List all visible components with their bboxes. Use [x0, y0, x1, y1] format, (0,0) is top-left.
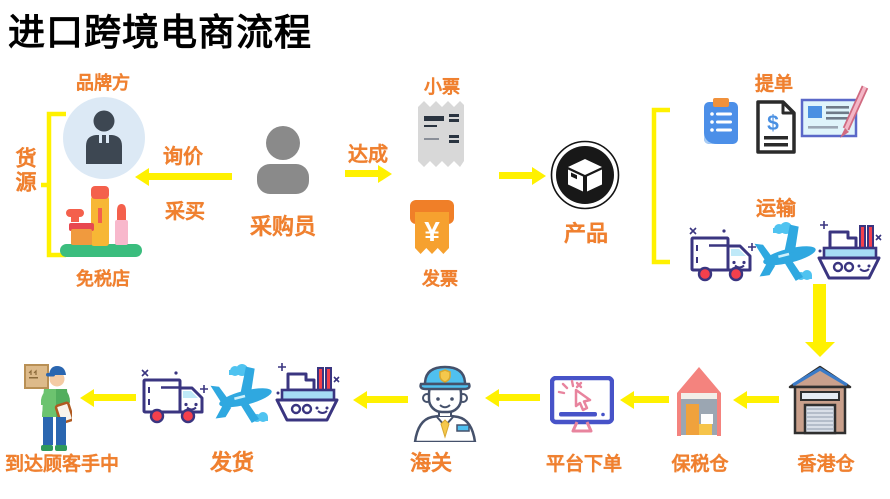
receipt-label: 小票 — [424, 77, 460, 97]
dispatch-to-customer-arrow — [80, 388, 136, 407]
product-label: 产品 — [563, 221, 608, 246]
dollar-document-icon: $ — [756, 100, 796, 154]
source-group-bracket — [41, 111, 66, 258]
page-title: 进口跨境电商流程 — [8, 12, 312, 53]
ship-icon — [817, 221, 882, 280]
plane-icon — [754, 222, 816, 281]
plane-icon — [210, 364, 272, 423]
product-box-icon — [550, 140, 620, 210]
inquiry-arrow — [135, 167, 232, 186]
truck-icon — [141, 369, 208, 424]
deal-arrow — [345, 164, 392, 183]
documents-group-bracket — [651, 107, 670, 265]
duty-free-label: 免税店 — [76, 269, 130, 289]
platform-order-monitor-icon — [550, 376, 614, 433]
hk-to-bonded-arrow — [733, 390, 779, 409]
svg-text:¥: ¥ — [424, 216, 440, 247]
platform-order-label: 平台下单 — [545, 454, 622, 475]
invoice-label: 发票 — [422, 269, 458, 289]
source-group-label: 货源 — [13, 147, 36, 195]
delivered-label: 到达顾客手中 — [4, 454, 119, 475]
down-arrow — [804, 284, 835, 357]
customs-label: 海关 — [410, 452, 452, 475]
ship-icon — [275, 363, 340, 422]
transport-label: 运输 — [756, 198, 796, 220]
platform-to-customs-arrow — [485, 388, 540, 407]
bill-of-lading-label: 提单 — [754, 74, 793, 95]
bonded-warehouse-label: 保税仓 — [671, 454, 729, 475]
brand-label: 品牌方 — [76, 73, 130, 93]
hk-warehouse-label: 香港仓 — [797, 454, 855, 475]
bonded-warehouse-icon — [677, 367, 721, 436]
check-pen-icon — [800, 85, 869, 138]
brand-person-icon — [63, 97, 145, 179]
to-product-arrow — [499, 166, 546, 185]
inquiry-label: 询价 — [163, 146, 203, 168]
purchase-label: 采买 — [165, 201, 205, 223]
dispatch-label: 发货 — [209, 450, 254, 475]
customs-to-dispatch-arrow — [353, 390, 408, 409]
deal-label: 达成 — [348, 144, 388, 166]
duty-free-cosmetics-icon — [60, 186, 142, 257]
svg-text:$: $ — [767, 112, 779, 135]
purchaser-person-icon — [257, 126, 309, 194]
hk-warehouse-icon — [788, 365, 852, 435]
bonded-to-platform-arrow — [620, 390, 669, 409]
clipboard-icon — [704, 98, 738, 144]
purchaser-label: 采购员 — [249, 214, 316, 239]
receipt-icon — [418, 101, 464, 167]
delivery-person-icon — [24, 364, 72, 451]
customs-officer-icon — [413, 365, 477, 442]
invoice-icon: ¥ — [410, 200, 454, 254]
truck-icon — [689, 227, 756, 282]
